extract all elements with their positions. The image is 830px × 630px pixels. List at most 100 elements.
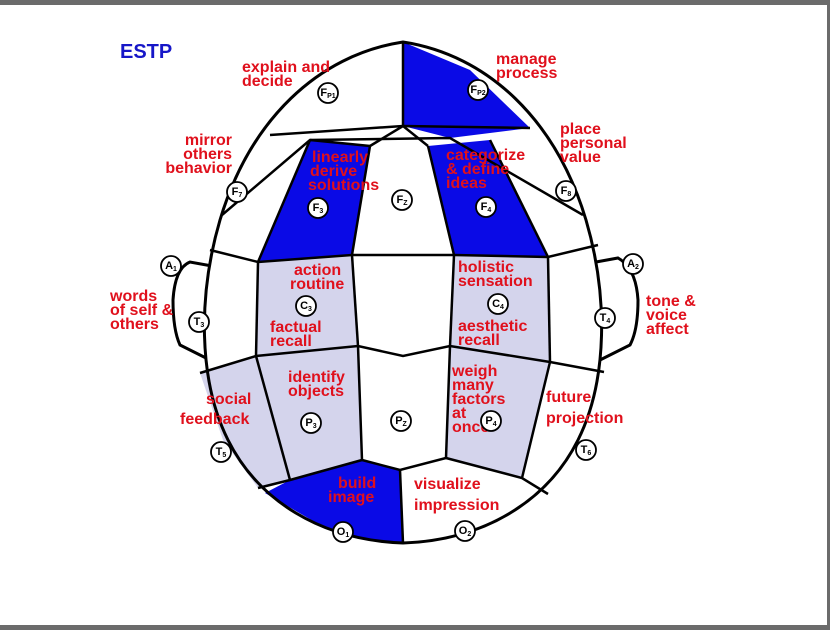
svg-text:C3: C3: [300, 300, 312, 313]
electrode-fz: FZ: [391, 189, 413, 211]
label-o2: visualize impression: [414, 476, 499, 514]
svg-text:P4: P4: [485, 415, 496, 428]
svg-text:recall: recall: [270, 333, 312, 350]
svg-text:solutions: solutions: [308, 177, 379, 194]
svg-text:value: value: [560, 149, 601, 166]
svg-text:O1: O1: [337, 526, 350, 539]
svg-text:T6: T6: [581, 444, 592, 457]
region-fp2: [403, 42, 530, 138]
svg-text:many: many: [452, 377, 494, 394]
svg-text:sensation: sensation: [458, 273, 533, 290]
electrode-t3: T3: [188, 311, 210, 333]
label-p3: identify objects: [288, 369, 345, 400]
label-c3-top: action routine: [290, 262, 344, 293]
label-t3: words of self & others: [109, 288, 174, 333]
svg-text:routine: routine: [290, 276, 344, 293]
svg-text:factors: factors: [452, 391, 505, 408]
svg-text:social: social: [206, 391, 251, 408]
left-ear: [171, 260, 213, 362]
svg-text:FZ: FZ: [396, 194, 408, 207]
svg-text:objects: objects: [288, 383, 344, 400]
svg-text:decide: decide: [242, 73, 293, 90]
svg-text:T4: T4: [600, 312, 611, 325]
svg-text:feedback: feedback: [180, 411, 249, 428]
svg-text:linearly: linearly: [312, 149, 368, 166]
svg-text:voice: voice: [646, 307, 687, 324]
svg-text:ideas: ideas: [446, 175, 487, 192]
region-t5: [200, 356, 290, 488]
electrode-f8: F8: [555, 180, 577, 202]
electrode-p3: P3: [300, 412, 322, 434]
electrode-pz: PZ: [390, 410, 412, 432]
label-c3-bottom: factual recall: [270, 319, 322, 350]
electrode-a1: A1: [160, 255, 182, 277]
label-fp2: manage process: [496, 51, 557, 82]
electrode-t4: T4: [594, 307, 616, 329]
label-f4: categorize & define ideas: [446, 147, 525, 192]
svg-text:A1: A1: [165, 260, 177, 273]
svg-text:FP1: FP1: [320, 87, 335, 100]
electrode-fp1: FP1: [317, 82, 339, 104]
label-o1: build image: [328, 475, 376, 506]
svg-text:mirror: mirror: [185, 132, 232, 149]
svg-text:recall: recall: [458, 332, 500, 349]
electrode-o1: O1: [332, 521, 354, 543]
svg-text:image: image: [328, 489, 374, 506]
head-border: [202, 40, 604, 545]
label-p4: weigh many factors at once: [451, 363, 505, 436]
svg-text:behavior: behavior: [165, 160, 232, 177]
svg-text:others: others: [110, 316, 159, 333]
svg-text:at: at: [452, 405, 467, 422]
electrode-t6: T6: [575, 439, 597, 461]
electrode-c4: C4: [487, 293, 509, 315]
svg-text:identify: identify: [288, 369, 345, 386]
svg-text:C4: C4: [492, 298, 504, 311]
electrode-f4: F4: [475, 196, 497, 218]
svg-text:& define: & define: [446, 161, 509, 178]
svg-text:future: future: [546, 389, 591, 406]
svg-text:projection: projection: [546, 410, 623, 427]
electrode-c3: C3: [295, 295, 317, 317]
electrode-a2: A2: [622, 253, 644, 275]
svg-text:F3: F3: [313, 202, 324, 215]
svg-text:categorize: categorize: [446, 147, 525, 164]
label-f7: mirror others behavior: [165, 132, 232, 177]
svg-text:holistic: holistic: [458, 259, 514, 276]
svg-text:process: process: [496, 65, 557, 82]
svg-text:FP2: FP2: [470, 84, 485, 97]
svg-text:action: action: [294, 262, 341, 279]
svg-text:O2: O2: [459, 525, 472, 538]
svg-text:A2: A2: [627, 258, 639, 271]
svg-text:once: once: [452, 419, 489, 436]
electrode-o2: O2: [454, 520, 476, 542]
electrode-fp2: FP2: [467, 79, 489, 101]
svg-text:P3: P3: [305, 417, 316, 430]
svg-text:F8: F8: [561, 185, 572, 198]
svg-text:F4: F4: [481, 201, 492, 214]
electrode-f7: F7: [226, 181, 248, 203]
svg-text:tone &: tone &: [646, 293, 696, 310]
label-t5: social feedback: [180, 391, 251, 428]
page-title: ESTP: [120, 41, 172, 63]
svg-text:manage: manage: [496, 51, 557, 68]
svg-text:derive: derive: [310, 163, 357, 180]
label-c4-bottom: aesthetic recall: [458, 318, 527, 349]
electrode-p4: P4: [480, 410, 502, 432]
svg-text:T3: T3: [194, 316, 205, 329]
label-t6: future projection: [546, 389, 623, 427]
region-borders: [199, 42, 605, 544]
svg-text:others: others: [183, 146, 232, 163]
label-c4-top: holistic sensation: [458, 259, 533, 290]
electrode-t5: T5: [210, 441, 232, 463]
svg-text:build: build: [338, 475, 376, 492]
svg-text:weigh: weigh: [451, 363, 497, 380]
label-f8: place personal value: [560, 121, 627, 166]
svg-text:PZ: PZ: [395, 415, 407, 428]
svg-text:of self &: of self &: [110, 302, 174, 319]
svg-text:affect: affect: [646, 321, 689, 338]
electrode-f3: F3: [307, 197, 329, 219]
label-t4: tone & voice affect: [646, 293, 696, 338]
svg-text:place: place: [560, 121, 601, 138]
